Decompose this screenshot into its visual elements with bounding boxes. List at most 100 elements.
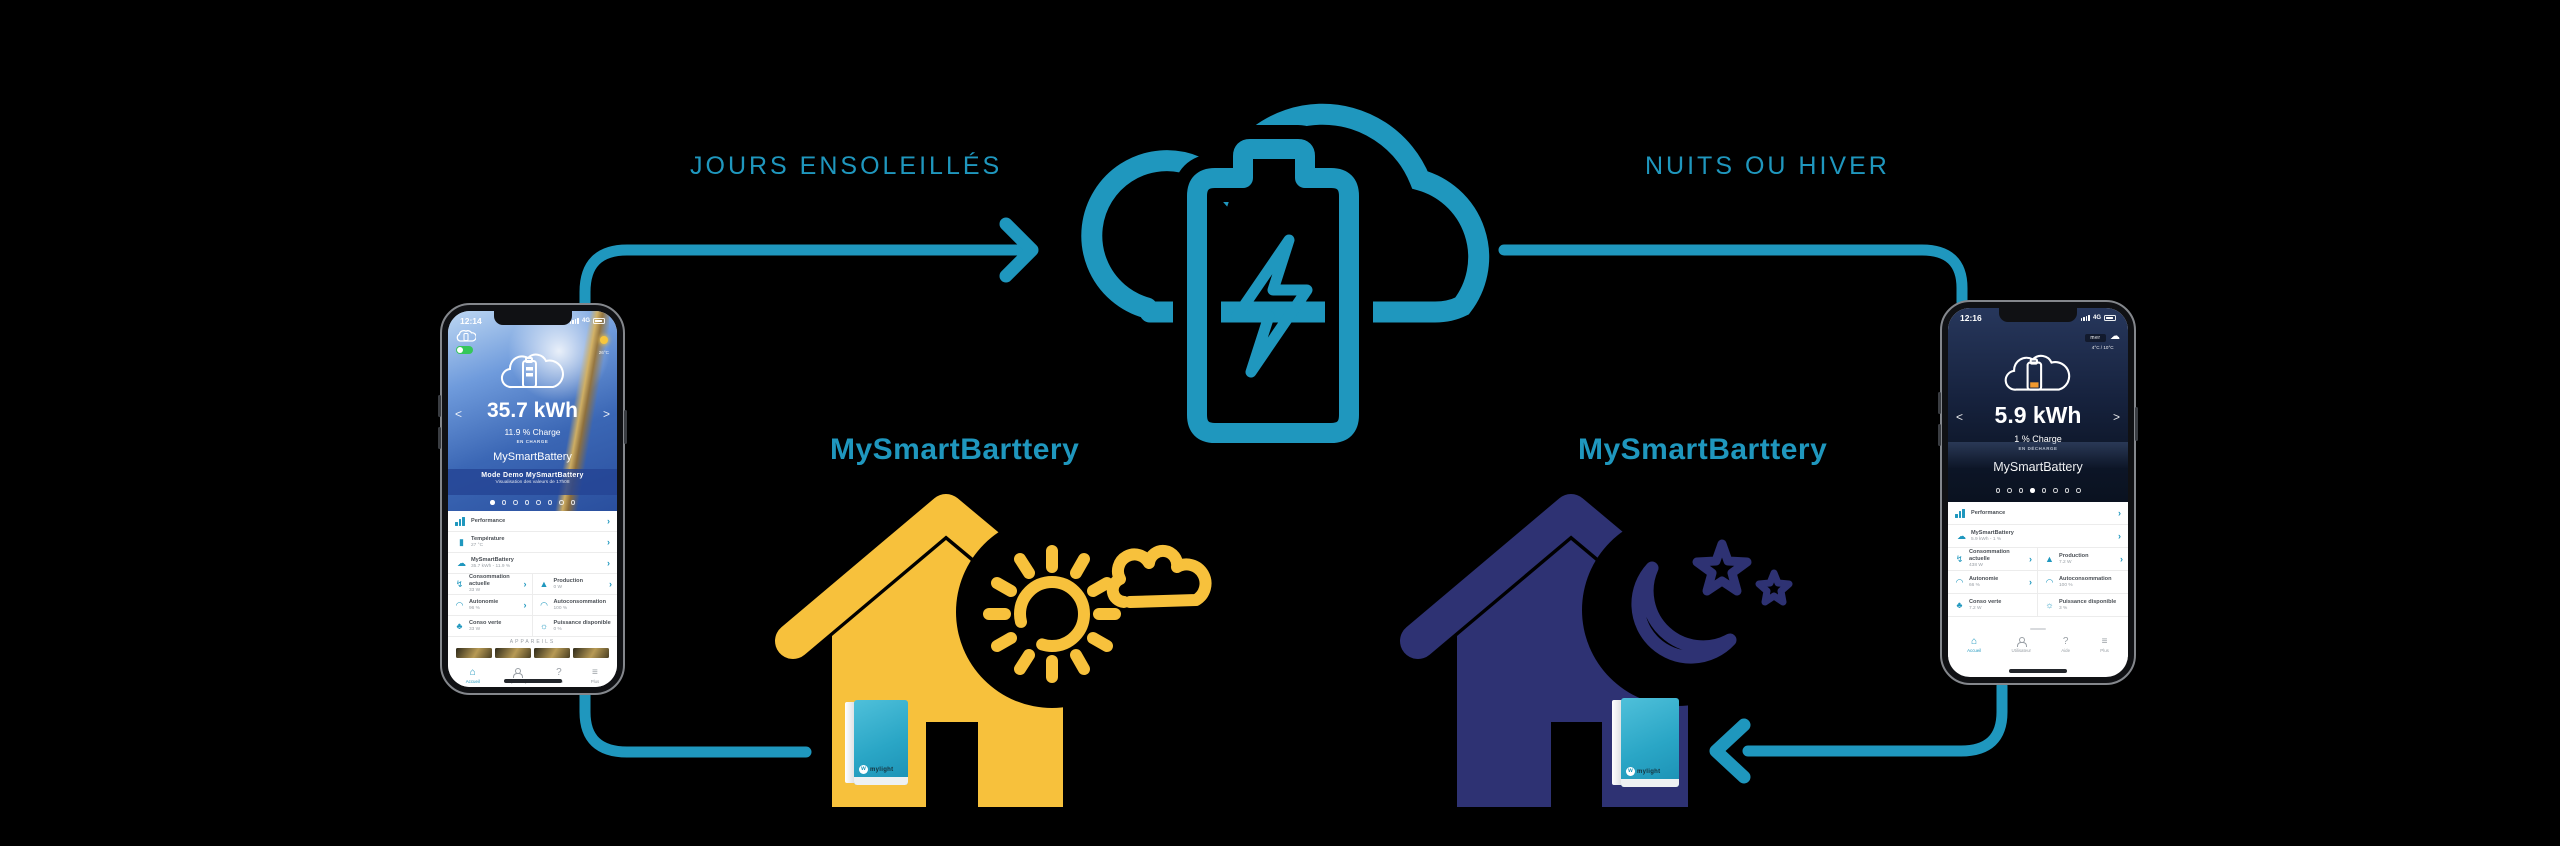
carousel-dot[interactable] — [2018, 488, 2023, 493]
item-value: 5.9 kWh - 1 % — [1971, 536, 2002, 542]
chevron-right-icon: › — [607, 558, 610, 568]
carousel-dot[interactable] — [2076, 488, 2081, 493]
item-label: Autoconsommation — [2059, 575, 2112, 582]
carousel-dot[interactable] — [513, 500, 518, 505]
carousel-prev-arrow[interactable]: < — [1956, 410, 1964, 424]
home-icon: ⌂ — [1971, 636, 1978, 647]
nav-item-accueil[interactable]: ⌂Accueil — [1967, 636, 1981, 654]
item-value: 33 W — [469, 587, 481, 593]
nav-item-plus[interactable]: ≡Plus — [591, 668, 600, 685]
battery-status-icon — [593, 318, 605, 324]
power-icon: ☼ — [2045, 600, 2054, 610]
device-front: w mylight — [854, 700, 908, 785]
cloud-battery-icon — [1081, 103, 1490, 457]
gauge-icon: ◠ — [455, 600, 464, 610]
weather-sun-icon — [599, 336, 608, 344]
carousel-dot[interactable] — [501, 500, 506, 505]
item-label: Performance — [1971, 509, 2006, 516]
carousel-dot[interactable] — [1995, 488, 2000, 493]
item-label: Puissance disponible — [553, 619, 611, 626]
item-label: Production — [553, 577, 584, 584]
carousel-dots[interactable] — [448, 500, 617, 505]
nav-item-accueil[interactable]: ⌂Accueil — [466, 668, 480, 685]
nav-item-aide[interactable]: ?Aide — [2061, 637, 2070, 654]
carousel-dot[interactable] — [2041, 488, 2046, 493]
sun-icon — [983, 545, 1121, 683]
carousel-dot[interactable] — [490, 500, 495, 505]
nav-label: Utilisateur — [2011, 648, 2032, 653]
carousel-prev-arrow[interactable]: < — [455, 407, 463, 421]
carousel-dot[interactable] — [570, 500, 575, 505]
device-side — [845, 702, 856, 783]
cloud-battery-app-icon — [2004, 354, 2071, 391]
clock-text: 12:14 — [460, 316, 482, 326]
chevron-right-icon: › — [2118, 531, 2121, 541]
carousel-dot[interactable] — [2007, 488, 2012, 493]
carousel-dot[interactable] — [547, 500, 552, 505]
phone-screen: 12:16 4G mer ☁ 4°C / 10°C — [1948, 308, 2128, 677]
device-thumbnails[interactable] — [448, 648, 617, 658]
flow-line-to-night-house — [1742, 680, 2008, 757]
menu-icon: ≡ — [2101, 636, 2108, 647]
mylight-battery-device-left: w mylight — [845, 700, 908, 785]
carousel-dot[interactable] — [559, 500, 564, 505]
volume-button — [438, 427, 441, 449]
system-name: MySmartBattery — [1993, 460, 2083, 474]
item-value: 33 W — [469, 626, 481, 632]
carousel-dot[interactable] — [536, 500, 541, 505]
item-label: Puissance disponible — [2059, 598, 2117, 605]
power-icon: ☼ — [539, 621, 549, 631]
weather-temp: 26°C — [598, 350, 609, 355]
charge-percent: 11.9 % Charge — [504, 427, 561, 437]
plug-icon: ↯ — [1955, 554, 1964, 564]
battery-status-icon — [2104, 315, 2116, 321]
nav-item-utilisateur[interactable]: Utilisateur — [2011, 637, 2032, 653]
carousel-next-arrow[interactable]: > — [602, 407, 610, 421]
flow-line-sunny-day — [579, 244, 1024, 318]
chevron-right-icon: › — [609, 579, 612, 589]
battery-toggle-widget[interactable] — [456, 329, 476, 354]
help-icon: ? — [556, 667, 562, 678]
weather-widget: 26°C — [599, 331, 609, 355]
arrowhead-into-night-house-icon — [1709, 718, 1751, 784]
item-value: 0 W — [553, 584, 563, 590]
list-item[interactable]: Performance› — [448, 511, 617, 532]
chevron-right-icon: › — [2120, 554, 2123, 564]
carousel-dot[interactable] — [524, 500, 529, 505]
nav-item-plus[interactable]: ≡Plus — [2100, 636, 2109, 654]
toggle-switch[interactable] — [456, 346, 473, 354]
lightning-bolt-icon — [1231, 234, 1313, 378]
item-value: 7.2 W — [2059, 559, 2072, 565]
carousel-dots[interactable] — [1948, 488, 2128, 493]
bars-icon — [455, 516, 468, 526]
star-icon-large — [1692, 539, 1752, 596]
carousel-dot[interactable] — [2064, 488, 2069, 493]
list-item[interactable]: Performance› — [1948, 502, 2128, 525]
carousel-dot[interactable] — [2030, 488, 2035, 493]
home-indicator[interactable] — [503, 679, 562, 683]
item-value: 96 % — [469, 605, 480, 611]
carousel-dot[interactable] — [2053, 488, 2058, 493]
mini-cloud-icon — [456, 330, 476, 342]
power-button — [2135, 407, 2138, 441]
carousel-next-arrow[interactable]: > — [2112, 410, 2120, 424]
charge-percent: 1 % Charge — [2014, 434, 2062, 444]
home-indicator[interactable] — [2009, 669, 2067, 673]
weather-widget: mer ☁ 4°C / 10°C — [2085, 326, 2120, 350]
